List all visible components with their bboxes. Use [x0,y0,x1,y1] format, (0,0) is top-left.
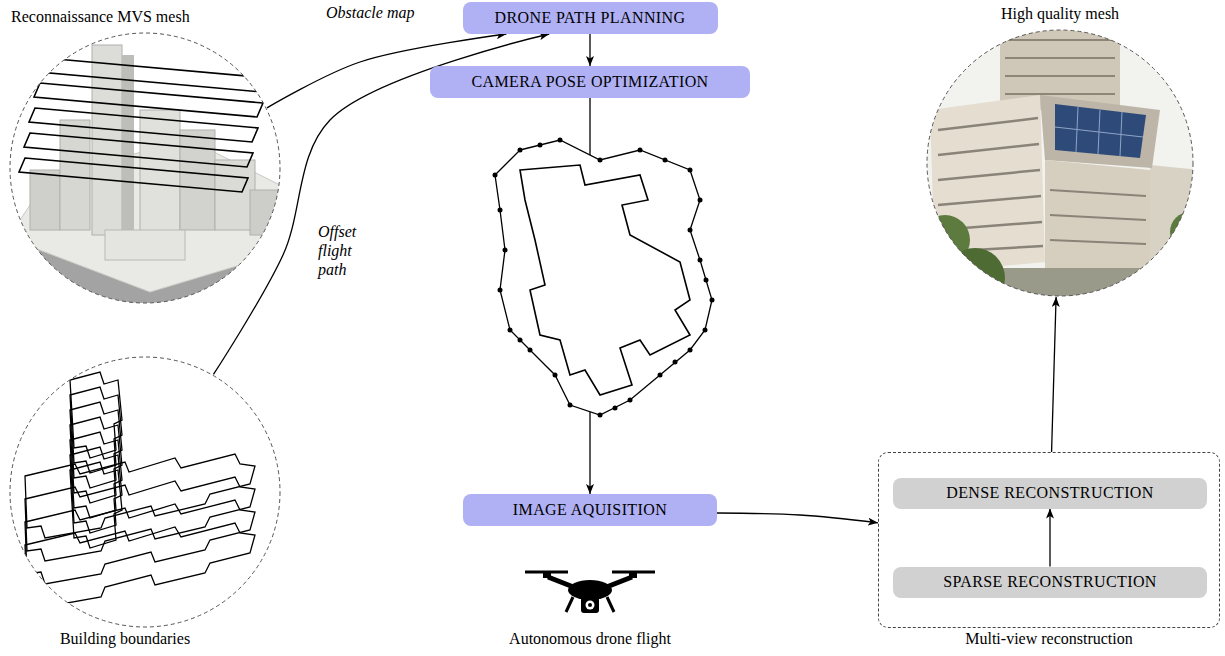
edge-label: Offset flight path [318,223,356,278]
process-box: DRONE PATH PLANNING [463,2,718,34]
drone-icon [525,571,655,613]
box-label: SPARSE RECONSTRUCTION [943,573,1157,591]
flow-arrow [1052,297,1057,452]
circle-heading: Reconnaissance MVS mesh [11,8,190,25]
circle-heading: Building boundaries [60,630,190,647]
circle-outline [10,33,280,303]
group-box: Multi-view reconstructionDENSE RECONSTRU… [878,452,1220,628]
image-circle: Reconnaissance MVS mesh [9,32,281,304]
flow-arrow [1049,509,1050,567]
group-caption: Multi-view reconstruction [965,630,1133,647]
circle-outline [927,30,1193,296]
flow-arrow [717,513,878,523]
process-box: IMAGE AQUISITION [463,494,717,526]
circle-outline [10,357,280,627]
edge-label: Obstacle map [326,4,414,21]
caption-label: Autonomous drone flight [509,630,671,647]
flow-arrow [589,34,590,66]
image-circle: High quality mesh [926,29,1194,297]
camera-path-illustration [493,138,715,418]
process-box: SPARSE RECONSTRUCTION [893,567,1207,598]
circle-outline [926,29,1194,297]
box-label: DENSE RECONSTRUCTION [946,484,1154,502]
circle-heading: High quality mesh [1001,5,1119,22]
box-label: IMAGE AQUISITION [513,501,667,519]
box-label: CAMERA POSE OPTIMIZATION [471,73,708,91]
circle-outline [9,32,281,304]
process-box: CAMERA POSE OPTIMIZATION [430,66,750,98]
boundary-contours [25,372,255,607]
image-circle: Building boundaries [9,356,281,628]
process-box: DENSE RECONSTRUCTION [893,478,1207,509]
box-label: DRONE PATH PLANNING [494,9,685,27]
recon-mesh-illustration [8,45,290,330]
textured-mesh-illustration [920,22,1210,308]
circle-outline [9,356,281,628]
